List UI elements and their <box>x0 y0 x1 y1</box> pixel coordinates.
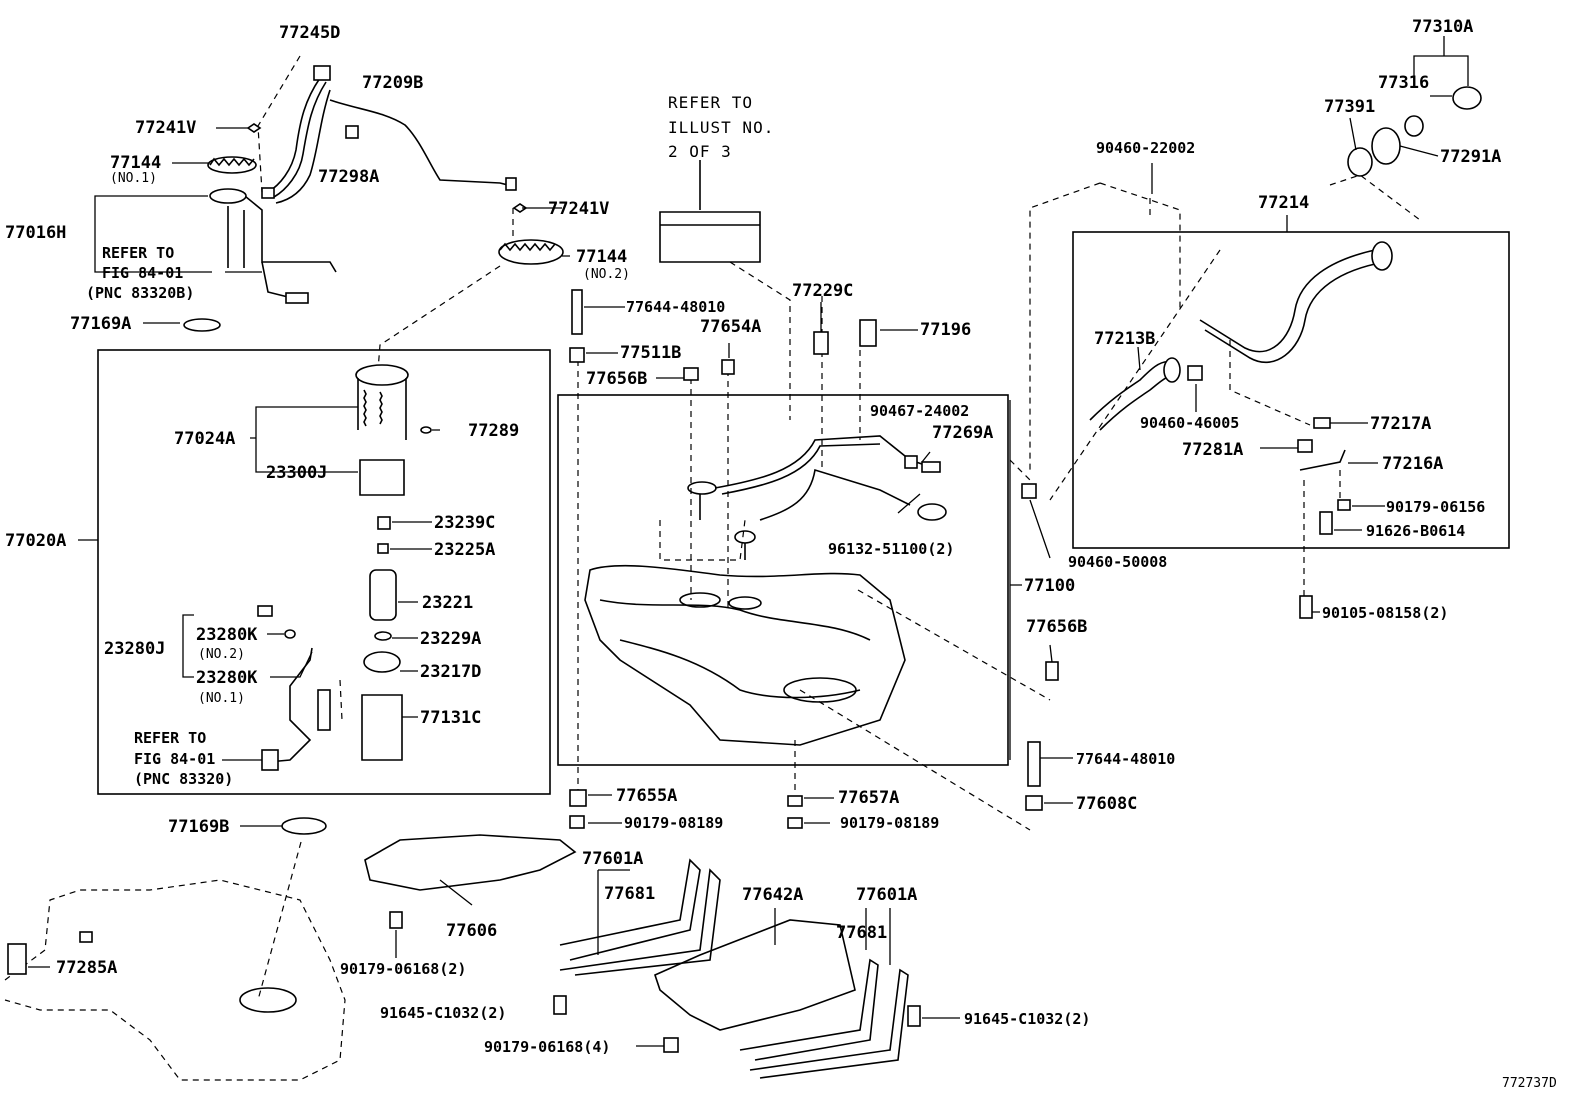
protector-and-straps-drawing <box>364 834 921 1079</box>
label-77245D: 77245D <box>279 23 340 43</box>
label-91626-B0614: 91626-B0614 <box>1366 522 1465 540</box>
label-90460-46005: 90460-46005 <box>1140 414 1239 432</box>
label-77016H: 77016H <box>5 223 66 243</box>
fuel-pump-drawing <box>257 364 432 771</box>
label-77131C: 77131C <box>420 708 481 728</box>
gasket-ring-77169b <box>281 817 327 835</box>
label-23280K-no2: 23280K <box>196 625 258 645</box>
label-77020A: 77020A <box>5 531 66 551</box>
label-77291A: 77291A <box>1440 147 1501 167</box>
label-77601A-left: 77601A <box>582 849 643 869</box>
label-77642A: 77642A <box>742 885 803 905</box>
refer-to-illust-line3: 2 OF 3 <box>668 142 732 161</box>
small-fasteners-drawing <box>569 289 1059 829</box>
label-90179-06156: 90179-06156 <box>1386 498 1485 516</box>
label-77281A: 77281A <box>1182 440 1243 460</box>
filler-pipe-drawing <box>1089 241 1393 619</box>
label-90179-08189-left: 90179-08189 <box>624 814 723 832</box>
label-77316: 77316 <box>1378 73 1429 93</box>
label-77681-right: 77681 <box>836 923 887 943</box>
leader-lines <box>28 36 1469 1047</box>
canister-drawing <box>659 160 791 420</box>
label-77285A: 77285A <box>56 958 117 978</box>
label-23300J: 23300J <box>266 463 327 483</box>
label-77657A: 77657A <box>838 788 899 808</box>
label-77511B: 77511B <box>620 343 681 363</box>
label-77298A: 77298A <box>318 167 379 187</box>
sender-gauge-drawing <box>183 156 337 332</box>
label-77654A: 77654A <box>700 317 761 337</box>
refer-to-fig-84-01-line2: FIG 84-01 <box>102 264 183 282</box>
label-77601A-right: 77601A <box>856 885 917 905</box>
refer-to-illust-line2: ILLUST NO. <box>668 118 774 137</box>
refer-to-fig-84-01-b-line1: REFER TO <box>134 729 206 747</box>
label-90179-06168-4: 90179-06168(4) <box>484 1038 610 1056</box>
label-no2-right: (NO.2) <box>583 267 630 282</box>
label-90460-50008: 90460-50008 <box>1068 553 1167 571</box>
label-77169A: 77169A <box>70 314 131 334</box>
label-77100: 77100 <box>1024 576 1075 596</box>
label-no1-pump: (NO.1) <box>198 691 245 706</box>
refer-to-fig-84-01-line1: REFER TO <box>102 244 174 262</box>
filler-cap-drawing <box>1347 86 1482 177</box>
label-77656B-upper: 77656B <box>586 369 647 389</box>
part-number-labels: 77245D 77209B 77241V 77144 (NO.1) 77298A… <box>5 17 1557 1091</box>
label-77241V-upper: 77241V <box>135 118 196 138</box>
label-23239C: 23239C <box>434 513 495 533</box>
label-77209B: 77209B <box>362 73 423 93</box>
label-77213B: 77213B <box>1094 329 1155 349</box>
label-91645-C1032-left: 91645-C1032(2) <box>380 1004 506 1022</box>
label-23217D: 23217D <box>420 662 481 682</box>
label-23280J: 23280J <box>104 639 165 659</box>
label-77229C: 77229C <box>792 281 853 301</box>
label-23225A: 23225A <box>434 540 495 560</box>
label-no2-pump: (NO.2) <box>198 647 245 662</box>
label-96132-51100: 96132-51100(2) <box>828 540 954 558</box>
label-23280K-no1: 23280K <box>196 668 258 688</box>
fuel-tank-main-drawing <box>584 435 947 746</box>
label-77144-right: 77144 <box>576 247 627 267</box>
label-90105-08158: 90105-08158(2) <box>1322 604 1448 622</box>
label-77606: 77606 <box>446 921 497 941</box>
fuel-pump-assembly-box <box>97 349 551 795</box>
label-91645-C1032-right: 91645-C1032(2) <box>964 1010 1090 1028</box>
label-77169B: 77169B <box>168 817 229 837</box>
label-77214: 77214 <box>1258 193 1309 213</box>
label-77024A: 77024A <box>174 429 235 449</box>
label-23229A: 23229A <box>420 629 481 649</box>
refer-to-illust-line1: REFER TO <box>668 93 753 112</box>
label-77656B-lower: 77656B <box>1026 617 1087 637</box>
label-77289: 77289 <box>468 421 519 441</box>
label-77241V-right: 77241V <box>548 199 609 219</box>
refer-to-fig-84-01-b-line3: (PNC 83320) <box>134 770 233 788</box>
label-77608C: 77608C <box>1076 794 1137 814</box>
label-77217A: 77217A <box>1370 414 1431 434</box>
refer-to-fig-84-01-line3: (PNC 83320B) <box>86 284 194 302</box>
label-77216A: 77216A <box>1382 454 1443 474</box>
label-23221: 23221 <box>422 593 473 613</box>
label-77391: 77391 <box>1324 97 1375 117</box>
label-90179-08189-right: 90179-08189 <box>840 814 939 832</box>
refer-to-fig-84-01-b-line2: FIG 84-01 <box>134 750 215 768</box>
fuel-tank-outline-drawing <box>4 879 346 1081</box>
label-77655A: 77655A <box>616 786 677 806</box>
label-77644-48010-upper: 77644-48010 <box>626 298 725 316</box>
label-77681-left: 77681 <box>604 884 655 904</box>
label-77269A: 77269A <box>932 423 993 443</box>
label-77310A: 77310A <box>1412 17 1473 37</box>
fuel-tube-drawing <box>246 65 564 265</box>
figure-id: 772737D <box>1502 1076 1557 1091</box>
fuel-tank-assembly-box <box>557 394 1009 766</box>
label-no1-upper: (NO.1) <box>110 171 157 186</box>
label-90460-22002: 90460-22002 <box>1096 139 1195 157</box>
label-77196: 77196 <box>920 320 971 340</box>
label-77644-48010-lower: 77644-48010 <box>1076 750 1175 768</box>
label-77144-upper: 77144 <box>110 153 161 173</box>
label-90467-24002: 90467-24002 <box>870 402 969 420</box>
label-90179-06168-2: 90179-06168(2) <box>340 960 466 978</box>
filler-pipe-assembly-box <box>1072 231 1510 549</box>
